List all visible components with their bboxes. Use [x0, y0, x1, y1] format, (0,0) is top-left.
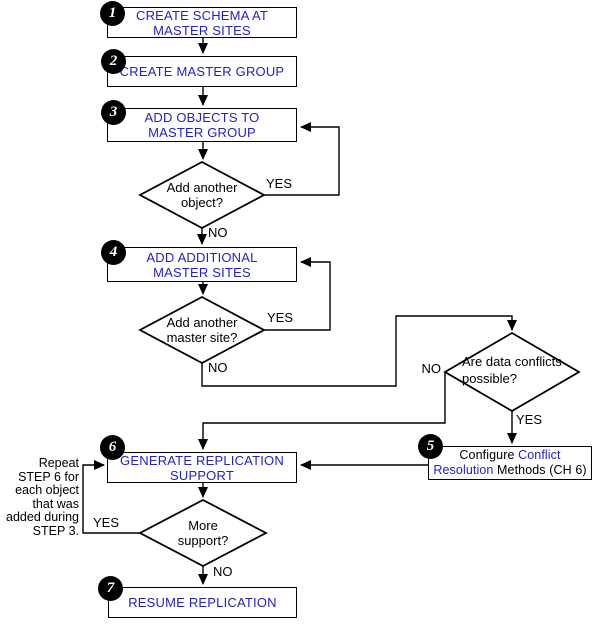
- step-1-number-badge: 1: [100, 1, 125, 26]
- edge-master-no-decision-conflicts: [201, 315, 517, 387]
- data-conflicts-no-label: NO: [421, 361, 442, 376]
- decision-diamond-data-conflicts: [443, 331, 581, 413]
- step-5-link-conflict[interactable]: Conflict: [518, 448, 561, 462]
- step-5-number-badge: 5: [418, 434, 443, 459]
- step-4-box: ADD ADDITIONAL MASTER SITES: [107, 247, 297, 282]
- add-master-site-no-label: NO: [208, 360, 228, 375]
- step-5-box: Configure Conflict Resolution Methods (C…: [428, 446, 592, 480]
- step-2-label[interactable]: CREATE MASTER GROUP: [119, 64, 285, 79]
- edge-support-yes-loop: [82, 460, 140, 534]
- step-6-box: GENERATE REPLICATION SUPPORT: [107, 452, 297, 483]
- decision-diamond-more-support: [138, 498, 268, 568]
- add-object-yes-label: YES: [266, 176, 293, 191]
- step-2-box: CREATE MASTER GROUP: [107, 56, 297, 87]
- step-2-number-badge: 2: [101, 49, 126, 74]
- step-1-label[interactable]: CREATE SCHEMA AT MASTER SITES: [135, 7, 269, 38]
- step-5-label-line2: Resolution Methods (CH 6): [433, 463, 586, 478]
- decision-add-object-question: Add another object?: [166, 180, 238, 210]
- step-3-box: ADD OBJECTS TO MASTER GROUP: [107, 108, 297, 142]
- step-6-label[interactable]: GENERATE REPLICATION SUPPORT: [120, 452, 284, 483]
- step-5-text-methods: Methods (CH 6): [493, 463, 587, 477]
- step-7-label[interactable]: RESUME REPLICATION: [128, 595, 277, 610]
- step-5-link-resolution[interactable]: Resolution: [433, 463, 494, 477]
- decision-diamond-add-object: [138, 160, 266, 230]
- step-5-label-line1: Configure Conflict: [459, 448, 560, 463]
- more-support-no-label: NO: [213, 564, 233, 579]
- step-7-box: RESUME REPLICATION: [108, 587, 297, 618]
- edge-object-yes-loop: [264, 122, 340, 196]
- step-4-label[interactable]: ADD ADDITIONAL MASTER SITES: [146, 249, 258, 280]
- step-7-number-badge: 7: [98, 576, 123, 601]
- more-support-yes-label: YES: [93, 515, 120, 530]
- decision-more-support-question: More support?: [177, 518, 229, 548]
- edge-master-yes-loop: [264, 257, 331, 331]
- step-3-label[interactable]: ADD OBJECTS TO MASTER GROUP: [144, 110, 260, 140]
- decision-diamond-add-master-site: [138, 295, 266, 365]
- step-1-box: CREATE SCHEMA AT MASTER SITES: [107, 7, 297, 38]
- add-master-site-yes-label: YES: [267, 310, 294, 325]
- add-object-no-label: NO: [208, 225, 228, 240]
- step-3-number-badge: 3: [101, 100, 126, 125]
- step-6-number-badge: 6: [100, 435, 125, 460]
- step-4-number-badge: 4: [101, 240, 126, 265]
- repeat-step6-note: Repeat STEP 6 for each object that was a…: [6, 456, 79, 538]
- edge-conflicts-no-box6: [198, 372, 446, 450]
- step-5-text-configure: Configure: [459, 448, 519, 462]
- data-conflicts-yes-label: YES: [516, 412, 543, 427]
- decision-data-conflicts-question: Are data conflicts possible?: [462, 354, 562, 386]
- decision-add-master-site-question: Add another master site?: [166, 315, 238, 345]
